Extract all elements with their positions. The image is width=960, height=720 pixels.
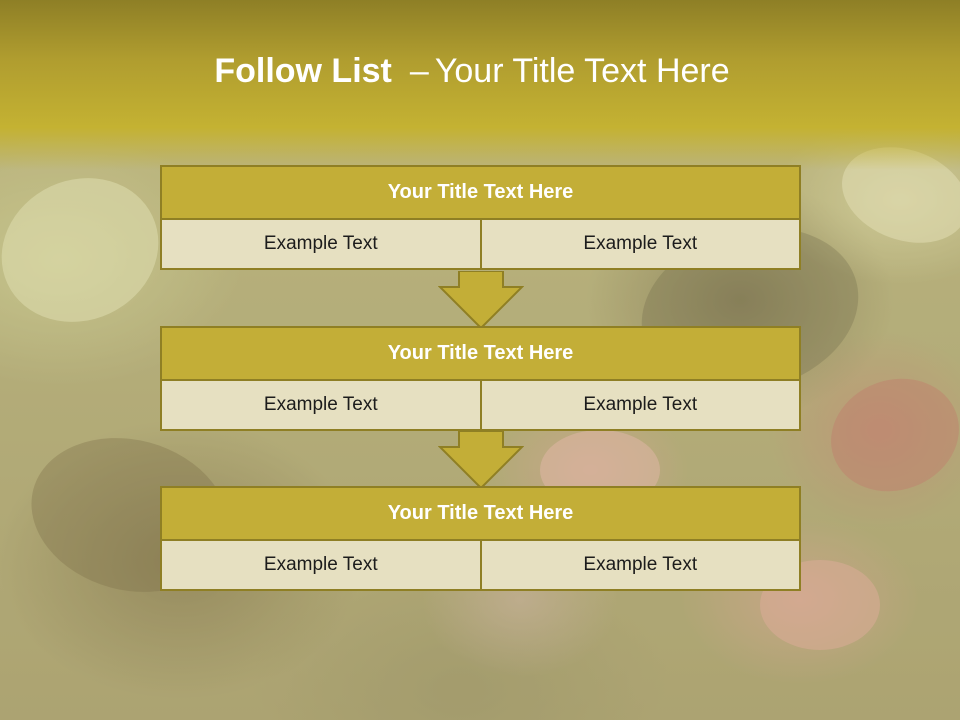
step-cell-left: Example Text — [160, 381, 482, 431]
step-row: Example Text Example Text — [160, 541, 801, 591]
step-cell-left: Example Text — [160, 541, 482, 591]
down-arrow-icon — [438, 271, 524, 329]
title-bold: Follow List — [214, 52, 392, 90]
step-cell-right: Example Text — [481, 381, 801, 431]
step-row: Example Text Example Text — [160, 381, 801, 431]
step-title: Your Title Text Here — [160, 326, 801, 381]
down-arrow-icon — [438, 431, 524, 489]
step-title: Your Title Text Here — [160, 165, 801, 220]
title-dash: – — [409, 52, 429, 90]
step-cell-right: Example Text — [481, 541, 801, 591]
step-title: Your Title Text Here — [160, 486, 801, 541]
slide-title: Follow List–Your Title Text Here — [0, 52, 944, 91]
step-row: Example Text Example Text — [160, 220, 801, 270]
title-rest: Your Title Text Here — [434, 52, 730, 90]
title-band — [0, 0, 960, 170]
step-cell-right: Example Text — [481, 220, 801, 270]
step-block-2: Your Title Text Here Example Text Exampl… — [160, 326, 801, 431]
step-block-3: Your Title Text Here Example Text Exampl… — [160, 486, 801, 591]
step-cell-left: Example Text — [160, 220, 482, 270]
step-block-1: Your Title Text Here Example Text Exampl… — [160, 165, 801, 270]
